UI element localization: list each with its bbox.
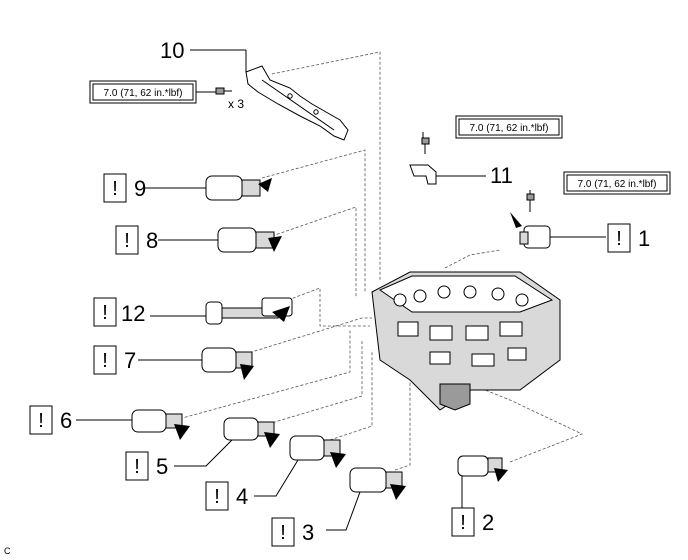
callout-number: 8 [146, 228, 158, 253]
bracket-part-10 [245, 65, 349, 141]
callout-5: ! 5 [125, 451, 168, 481]
bolt-x3 [215, 87, 232, 95]
torque-box-part-11: 7.0 (71, 62 in.*lbf) [455, 115, 563, 139]
callout-12: ! 12 [93, 297, 145, 327]
warning-icon: ! [102, 302, 108, 324]
warning-icon: ! [112, 178, 118, 200]
solenoid-part-3 [349, 467, 406, 500]
callout-number: 2 [482, 510, 494, 535]
callout-number: 6 [60, 408, 72, 433]
bolt-part-11 [421, 137, 430, 154]
torque-value-text: 7.0 (71, 62 in.*lbf) [578, 179, 657, 190]
torque-value-text: 7.0 (71, 62 in.*lbf) [104, 88, 183, 99]
callout-number: 12 [121, 301, 145, 326]
callout-11: 11 [490, 163, 513, 188]
detent-spring-part-11 [409, 164, 437, 185]
callout-number: 4 [236, 484, 248, 509]
dashed-alignment-lines [174, 51, 584, 471]
callout-1: ! 1 [607, 223, 650, 253]
warning-icon: ! [280, 522, 286, 544]
solenoid-part-9 [205, 175, 272, 201]
callout-8: ! 8 [115, 225, 158, 255]
solenoid-part-8 [217, 227, 282, 253]
leader-lines [76, 49, 606, 531]
callout-3: ! 3 [271, 517, 314, 547]
torque-value-text: 7.0 (71, 62 in.*lbf) [470, 123, 549, 134]
callout-number: 1 [638, 226, 650, 251]
valve-body-ports [393, 285, 529, 367]
callout-4: ! 4 [205, 481, 248, 511]
warning-icon: ! [214, 486, 220, 508]
warning-icon: ! [460, 512, 466, 534]
solenoid-part-12 [205, 297, 293, 325]
solenoid-part-2 [457, 455, 508, 482]
warning-icon: ! [124, 230, 130, 252]
warning-icon: ! [134, 456, 140, 478]
solenoid-part-1 [510, 212, 551, 249]
callout-2: ! 2 [451, 507, 494, 537]
bolt-part-1 [526, 193, 535, 212]
callout-6: ! 6 [29, 405, 72, 435]
torque-box-bracket: 7.0 (71, 62 in.*lbf) [89, 80, 197, 104]
solenoid-part-6 [131, 409, 190, 440]
callout-number: 5 [156, 454, 168, 479]
corner-mark: C [4, 546, 11, 556]
callout-7: ! 7 [93, 345, 136, 375]
solenoid-part-5 [223, 417, 280, 448]
callout-number: 3 [302, 520, 314, 545]
warning-icon: ! [102, 350, 108, 372]
solenoid-part-7 [201, 347, 254, 380]
warning-icon: ! [38, 410, 44, 432]
solenoid-part-4 [289, 435, 346, 468]
valve-body [371, 271, 561, 411]
callout-number: 9 [134, 176, 146, 201]
torque-box-part-1: 7.0 (71, 62 in.*lbf) [563, 171, 671, 195]
callout-number: 7 [124, 348, 136, 373]
callout-10: 10 [160, 38, 184, 63]
quantity-note: x 3 [228, 97, 244, 111]
callout-9: ! 9 [103, 173, 146, 203]
warning-icon: ! [616, 228, 622, 250]
